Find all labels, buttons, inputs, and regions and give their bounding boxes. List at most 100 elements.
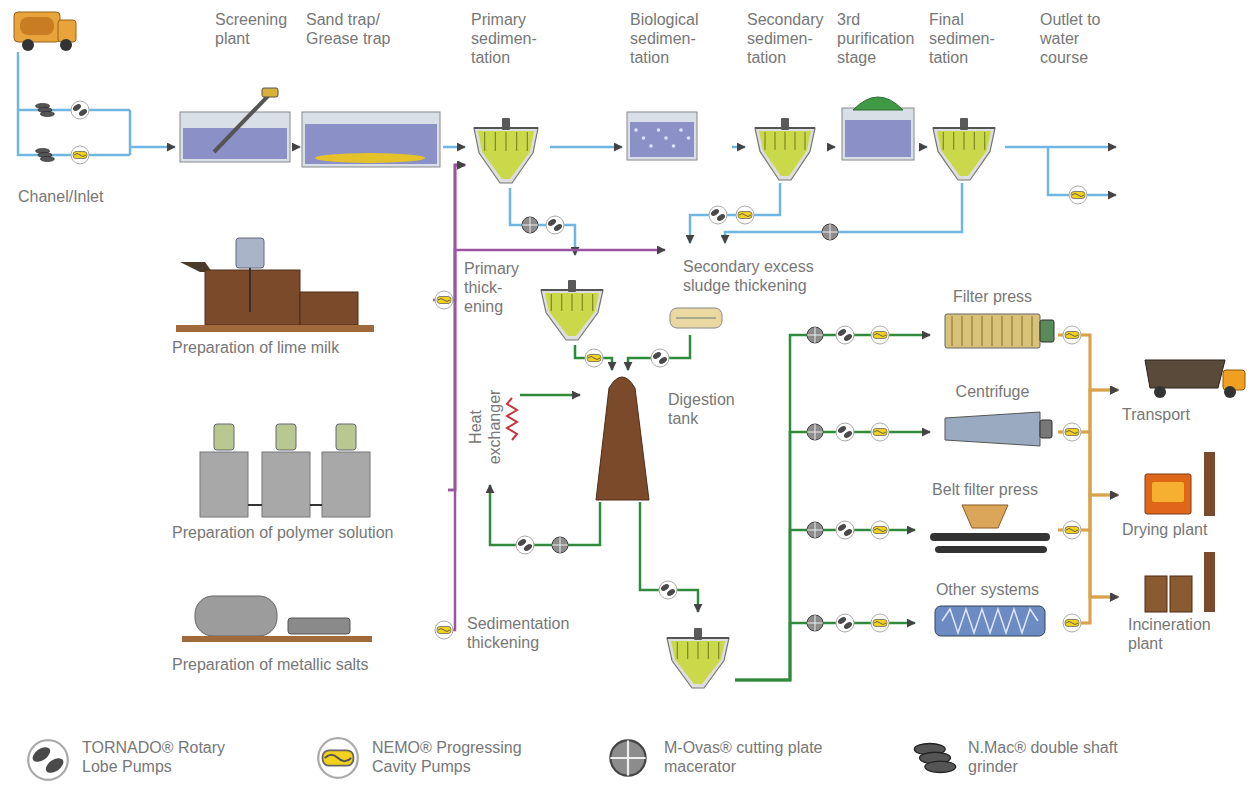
flow-connector (725, 183, 962, 243)
filter-plate (1032, 316, 1033, 346)
belt (935, 546, 1047, 553)
lime-tank (205, 270, 300, 325)
process-unit: Screening plant (175, 8, 296, 168)
cutting-plate (807, 522, 823, 538)
nemo-icon (318, 738, 358, 778)
flow-connector (1058, 335, 1118, 390)
rotor (874, 622, 886, 625)
settling-tank (541, 290, 603, 340)
cutting-plate (522, 217, 538, 233)
flow-connector (732, 146, 745, 149)
lobe (843, 430, 853, 439)
text-block: Transport (1122, 405, 1240, 424)
icon-ring (836, 326, 854, 344)
filter-plate (992, 316, 993, 346)
stator (873, 429, 887, 436)
text-block: Centrifuge (930, 382, 1055, 401)
unit-label: Preparation of metallic salts (172, 655, 437, 674)
aeration-tank (627, 112, 697, 160)
text-block: Screening plant (215, 10, 293, 48)
legend-text: TORNADO® Rotary Lobe Pumps (82, 738, 232, 776)
tank-contents (937, 131, 991, 176)
unit-label: Preparation of polymer solution (172, 523, 442, 542)
rotor (438, 629, 450, 632)
lime-tank-2 (300, 292, 358, 325)
nemo-icon (585, 349, 603, 367)
icon-ring (836, 614, 854, 632)
flow-connector (167, 146, 175, 149)
unit-label: Transport (1122, 405, 1240, 424)
bubble (687, 136, 691, 140)
settling-tank (933, 128, 995, 180)
lobe (658, 356, 668, 365)
rotor (325, 755, 351, 762)
centrifuge-drum (945, 412, 1040, 446)
icon-ring (736, 206, 754, 224)
icon-ring (1063, 521, 1081, 539)
lobe (837, 523, 847, 532)
flow-connector (448, 250, 665, 490)
shape (60, 39, 72, 51)
screw-press (935, 606, 1045, 636)
incinerator (1145, 576, 1167, 612)
lobe-icon (709, 206, 727, 224)
purification-tank (842, 108, 914, 160)
icon-ring (1069, 186, 1087, 204)
icon-ring (871, 423, 889, 441)
process-unit: Transport (1118, 350, 1245, 435)
cutting-plate (807, 327, 823, 343)
burner-glow (1152, 482, 1184, 502)
drum-line (676, 317, 716, 319)
cutting-plate (552, 537, 568, 553)
rotor (1066, 431, 1078, 434)
settling-tank (474, 128, 538, 183)
cutter-disc (40, 156, 54, 161)
flow-connector (510, 188, 575, 255)
icon-ring (1063, 423, 1081, 441)
icon-ring (318, 738, 358, 778)
lobe (72, 103, 82, 112)
truck-cab (58, 20, 76, 42)
stator (73, 152, 87, 159)
process-unit: Digestion tank (580, 370, 750, 502)
unit-label: Preparation of lime milk (172, 338, 427, 357)
bridge (541, 289, 603, 291)
icon-ring (516, 536, 534, 554)
legend-item: NEMO® Progressing Cavity Pumps (372, 738, 547, 776)
mixer-motor (236, 238, 264, 268)
process-unit: Chanel/Inlet (12, 95, 167, 217)
flow-connector (922, 146, 927, 149)
flow-connector (735, 530, 915, 680)
lobe (843, 333, 853, 342)
rotor (1066, 529, 1078, 532)
process-unit: Belt filter press (915, 478, 1058, 560)
rotor (438, 299, 450, 302)
process-unit: Drying plant (1118, 445, 1245, 550)
lobe (652, 351, 662, 360)
unit-label: Primary sedimen- tation (471, 10, 547, 68)
incinerator (1170, 576, 1192, 612)
water (845, 120, 911, 157)
rotor (1066, 622, 1078, 625)
lobe (30, 744, 53, 765)
lobe (517, 538, 527, 547)
lobe (660, 583, 670, 592)
icon-ring (651, 349, 669, 367)
scraper-line (551, 294, 552, 311)
base-frame (176, 325, 374, 332)
flow-connector (735, 623, 915, 680)
lobe-icon (651, 349, 669, 367)
cutting-plate (822, 224, 838, 240)
scraper-line (953, 132, 954, 150)
flow-connector (690, 183, 780, 243)
scraper-line (592, 294, 593, 311)
stator (873, 527, 887, 534)
unit-label: Filter press (930, 287, 1055, 306)
filter-plate (1012, 316, 1013, 346)
mixer-motor (276, 424, 296, 450)
chimney (1204, 452, 1215, 516)
scraper-line (708, 642, 709, 659)
unit-label: Incineration plant (1128, 615, 1240, 653)
mac-icon (807, 424, 823, 440)
transfer-pipe (248, 504, 322, 506)
